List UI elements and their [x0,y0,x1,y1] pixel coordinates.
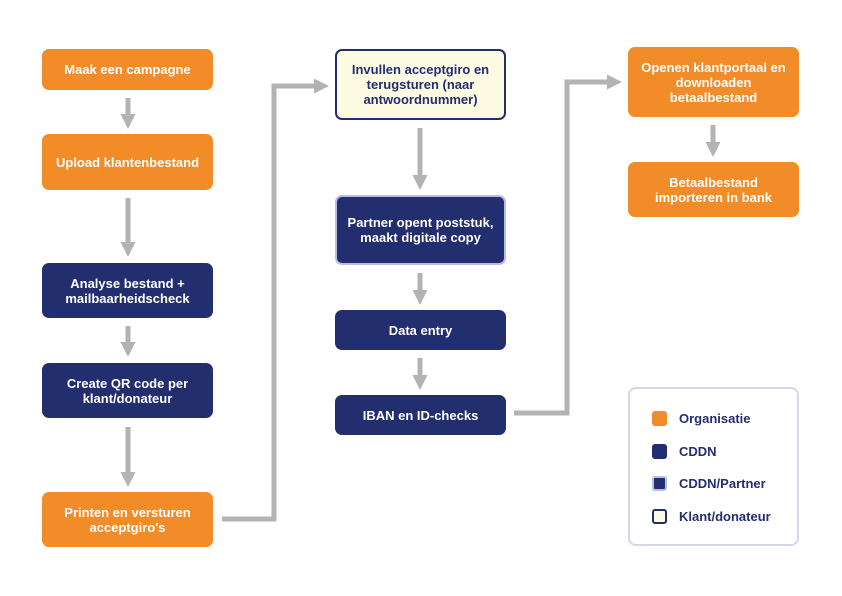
step-label: Openen klantportaal en downloaden betaal… [641,59,786,105]
legend-item-organisatie: Organisatie [652,411,751,426]
step-label: Printen en versturen acceptgiro's [64,504,191,535]
step-maak-campagne: Maak een campagne [42,49,213,90]
step-openen-klantportaal: Openen klantportaal en downloaden betaal… [628,47,799,117]
step-label: Analyse bestand + mailbaarheidscheck [65,275,190,306]
legend-swatch-organisatie [652,411,667,426]
step-partner-opent-poststuk: Partner opent poststuk, maakt digitale c… [335,195,506,265]
step-label: Data entry [388,322,453,338]
step-label: Betaalbestand importeren in bank [654,174,773,205]
legend-label: CDDN/Partner [679,476,766,491]
step-printen-versturen: Printen en versturen acceptgiro's [42,492,213,547]
step-iban-id-checks: IBAN en ID-checks [335,395,506,435]
legend: Organisatie CDDN CDDN/Partner Klant/dona… [628,387,799,546]
step-analyse-bestand: Analyse bestand + mailbaarheidscheck [42,263,213,318]
arrow-printen-to-invullen [222,78,329,522]
step-invullen-acceptgiro: Invullen acceptgiro en terugsturen (naar… [335,49,506,120]
legend-label: CDDN [679,444,717,459]
step-label: Partner opent poststuk, maakt digitale c… [347,215,494,245]
legend-label: Klant/donateur [679,509,771,524]
legend-swatch-klant [652,509,667,524]
legend-item-cddn-partner: CDDN/Partner [652,476,766,491]
step-label: IBAN en ID-checks [362,407,479,423]
legend-item-cddn: CDDN [652,444,717,459]
step-upload-klantenbestand: Upload klantenbestand [42,134,213,190]
step-betaalbestand-importeren: Betaalbestand importeren in bank [628,162,799,217]
step-label: Create QR code per klant/donateur [66,375,189,406]
step-label: Invullen acceptgiro en terugsturen (naar… [351,62,490,107]
legend-item-klant: Klant/donateur [652,509,771,524]
step-create-qr-code: Create QR code per klant/donateur [42,363,213,418]
legend-swatch-cddn-partner [652,476,667,491]
legend-label: Organisatie [679,411,751,426]
step-data-entry: Data entry [335,310,506,350]
step-label: Maak een campagne [64,62,191,77]
legend-swatch-cddn [652,444,667,459]
step-label: Upload klantenbestand [55,154,200,170]
arrow-iban-to-openen [514,74,622,416]
